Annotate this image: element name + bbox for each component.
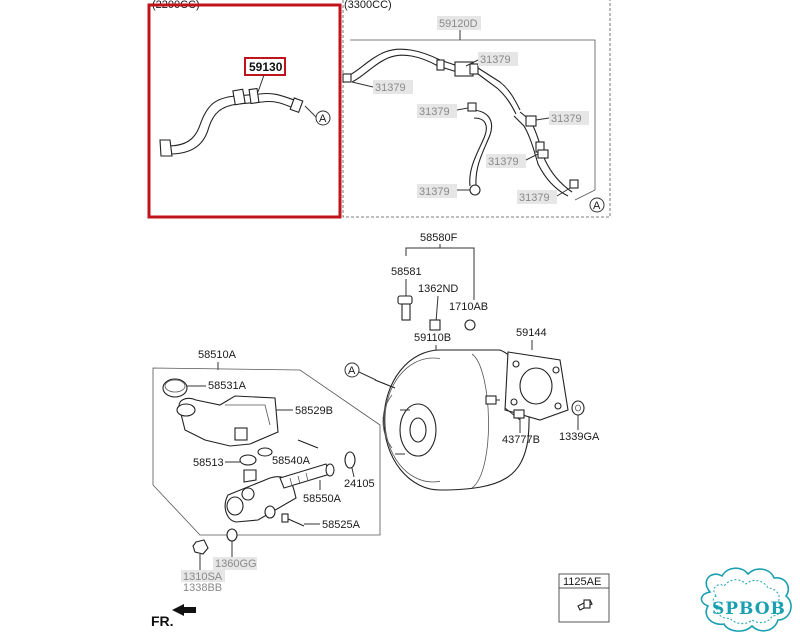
leader-59130 <box>257 74 265 93</box>
label-1338bb[interactable]: 1338BB <box>183 582 222 594</box>
bracket-58510a <box>152 367 381 536</box>
direction-label: FR. <box>151 613 174 629</box>
nut-1339ga[interactable] <box>571 400 585 416</box>
label-58531a[interactable]: 58531A <box>208 380 247 392</box>
piston-assy-58550a[interactable] <box>279 463 335 489</box>
label-31379-g[interactable]: 31379 <box>519 192 550 204</box>
leader-callout-left <box>304 105 317 118</box>
piston-pin-58540a[interactable] <box>297 439 319 449</box>
callout-a-right <box>589 197 605 213</box>
label-bg-31379-c <box>417 104 457 118</box>
label-1125ae[interactable]: 1125AE <box>563 576 601 588</box>
master-cylinder-body[interactable] <box>224 469 297 523</box>
variant-label-3300cc: (3300CC) <box>344 0 392 11</box>
label-24105[interactable]: 24105 <box>344 478 375 490</box>
label-58540a[interactable]: 58540A <box>272 455 311 467</box>
label-31379-c[interactable]: 31379 <box>419 106 450 118</box>
grommet-58513[interactable] <box>239 447 273 466</box>
leader-31379-e <box>525 153 539 161</box>
bracket-59120d <box>350 39 596 201</box>
frame-3300cc <box>342 0 611 218</box>
callout-a-right-label: A <box>593 200 601 212</box>
label-59110b[interactable]: 59110B <box>414 332 451 344</box>
label-31379-f[interactable]: 31379 <box>419 186 450 198</box>
label-bg-31379-b <box>478 52 518 66</box>
hose-59120d[interactable] <box>342 48 579 197</box>
label-bg-31379-d <box>549 111 589 125</box>
label-1310sa[interactable]: 1310SA <box>183 571 223 583</box>
check-valve-parts[interactable] <box>397 295 476 331</box>
label-bg-59120d <box>437 16 481 30</box>
callout-a-left <box>315 110 331 126</box>
leader-31379-a <box>351 81 374 88</box>
label-58510a[interactable]: 58510A <box>198 349 237 361</box>
leader-31379-b <box>465 59 479 67</box>
label-1360gg[interactable]: 1360GG <box>215 558 257 570</box>
label-bg-31379-a <box>373 80 413 94</box>
leader-24105 <box>351 467 355 478</box>
reservoir-58529b[interactable] <box>176 395 279 447</box>
front-arrow-icon <box>172 604 196 616</box>
leader-1362nd <box>435 295 439 323</box>
label-59120d[interactable]: 59120D <box>439 18 478 30</box>
bolt-box-1125ae[interactable] <box>558 573 610 623</box>
label-bg-31379-e <box>486 154 526 168</box>
label-58550a[interactable]: 58550A <box>303 493 342 505</box>
label-58581[interactable]: 58581 <box>391 266 422 278</box>
bolt-58525a[interactable] <box>281 513 305 527</box>
highlight-frame <box>147 3 342 219</box>
label-1362nd[interactable]: 1362ND <box>418 283 458 295</box>
label-58525a[interactable]: 58525A <box>322 519 361 531</box>
label-58580f[interactable]: 58580F <box>420 232 458 244</box>
label-bg-31379-f <box>417 184 457 198</box>
brake-booster[interactable] <box>374 349 530 491</box>
label-1339ga[interactable]: 1339GA <box>559 431 600 443</box>
nut-1310sa[interactable] <box>192 539 209 555</box>
label-59130[interactable]: 59130 <box>249 60 283 74</box>
label-59144[interactable]: 59144 <box>516 327 547 339</box>
highlight-59130-box <box>244 57 286 76</box>
callout-a-booster-label: A <box>348 365 356 377</box>
leader-31379-c <box>456 107 469 111</box>
label-31379-b[interactable]: 31379 <box>480 54 511 66</box>
label-bg-1310sa <box>181 570 225 582</box>
clevis-43777b[interactable] <box>504 407 525 421</box>
spbob-logo: SPBOB <box>700 567 792 632</box>
leader-31379-d <box>535 117 550 121</box>
leader-31379-g <box>556 187 571 197</box>
bracket-58580f <box>405 247 475 256</box>
logo-text: SPBOB <box>712 599 786 619</box>
label-31379-d[interactable]: 31379 <box>551 113 582 125</box>
label-bg-1360gg <box>213 557 257 570</box>
label-31379-e[interactable]: 31379 <box>488 156 519 168</box>
label-31379-a[interactable]: 31379 <box>375 82 406 94</box>
label-58513[interactable]: 58513 <box>193 457 224 469</box>
label-bg-31379-g <box>517 190 557 204</box>
label-1710ab[interactable]: 1710AB <box>449 301 488 313</box>
reservoir-cap-58531a[interactable] <box>162 378 188 398</box>
nut-1360gg[interactable] <box>226 528 238 542</box>
callout-a-booster <box>344 362 360 378</box>
label-58529b[interactable]: 58529B <box>295 405 333 417</box>
gasket-59144[interactable] <box>504 351 569 421</box>
leader-callout-booster <box>358 371 377 381</box>
hose-59130[interactable] <box>159 87 304 157</box>
label-43777b[interactable]: 43777B <box>502 434 540 446</box>
callout-a-left-label: A <box>319 113 327 125</box>
o-ring-24105[interactable] <box>344 451 356 469</box>
